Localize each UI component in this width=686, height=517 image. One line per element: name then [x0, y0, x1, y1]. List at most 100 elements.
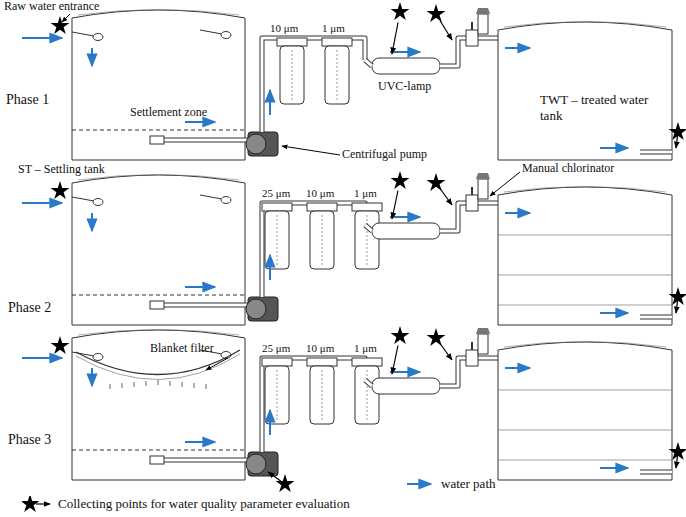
label: 1 μm: [354, 342, 377, 354]
float-ball: [221, 32, 231, 39]
drip: [170, 381, 171, 386]
pipe-bore: [640, 316, 672, 319]
phase-system: [22, 171, 686, 325]
tank-ridge: [498, 235, 672, 236]
water-path-arrow: [390, 216, 420, 218]
label: Phase 1: [6, 92, 49, 107]
collecting-leader: [676, 456, 678, 468]
water-path-arrow: [505, 367, 530, 369]
drip: [134, 382, 135, 387]
tank-label-box: TWT – treated water tank: [540, 92, 650, 125]
drip: [110, 384, 111, 389]
collecting-point-star: [391, 326, 410, 344]
label: UVC-lamp: [378, 80, 431, 93]
pipe: [150, 303, 250, 308]
collecting-leader: [440, 344, 452, 361]
manual-chlorinator: [478, 334, 488, 354]
water-path-arrow: [91, 48, 93, 66]
filter-cartridge: [277, 215, 278, 265]
pipe: [640, 470, 672, 475]
label: Raw water entrance: [4, 0, 99, 13]
drip: [206, 384, 207, 389]
collecting-leader: [676, 301, 678, 313]
uvc-lamp: [372, 223, 440, 239]
tank-ridge: [498, 275, 672, 276]
pipe-bore: [262, 38, 365, 132]
float-ball: [221, 197, 231, 204]
leader-line: [62, 14, 70, 22]
water-path-arrow: [22, 202, 62, 204]
water-path-arrow: [600, 467, 628, 469]
collecting-leader: [36, 503, 50, 504]
pipe-bore: [150, 459, 250, 462]
leader-line: [206, 358, 228, 370]
pipe: [365, 380, 372, 386]
intake: [150, 136, 164, 144]
uvc-lamp: [372, 378, 440, 394]
float-arm: [200, 30, 222, 34]
pipe-bore: [640, 151, 672, 154]
drip: [182, 382, 183, 387]
valve: [466, 30, 478, 46]
pipe-bore: [365, 60, 372, 66]
filter-cap: [262, 358, 292, 366]
collecting-point-star: [427, 173, 446, 191]
pump-housing: [246, 454, 266, 474]
label: Settlement zone: [130, 106, 207, 119]
drip: [122, 383, 123, 388]
legend-text: water path: [441, 476, 496, 492]
pipe: [365, 225, 372, 231]
tank-lid: [78, 10, 239, 16]
filter-housing: [355, 211, 379, 269]
label: 10 μm: [270, 22, 298, 34]
collecting-leader: [440, 21, 452, 41]
label: 25 μm: [262, 342, 290, 354]
label: Centrifugal pump: [342, 148, 427, 161]
tank-lid: [504, 342, 666, 348]
filter-housing: [265, 211, 289, 269]
tank-lid: [504, 22, 666, 28]
water-path-arrow: [407, 483, 431, 485]
collecting-leader: [268, 472, 281, 481]
pump-housing: [246, 299, 266, 319]
water-path-arrow: [185, 286, 215, 288]
tank: [498, 22, 672, 160]
collecting-leader: [676, 136, 678, 148]
filter-cartridge: [292, 50, 293, 100]
pipe-bore: [365, 380, 372, 386]
leader-line: [282, 146, 340, 155]
intake: [150, 456, 164, 464]
filter-housing: [325, 46, 349, 104]
filter-housing: [280, 46, 304, 104]
collecting-point-star: [51, 181, 70, 199]
filter-cartridge: [367, 370, 368, 420]
water-path-arrow: [505, 47, 530, 49]
float-ball: [93, 354, 103, 361]
tank-lid: [78, 330, 239, 336]
filter-cartridge: [322, 370, 323, 420]
settlement-line: [72, 295, 245, 296]
chlorinator-cap: [476, 328, 490, 334]
filter-housing: [310, 211, 334, 269]
filter-cap: [352, 203, 382, 211]
filter-cartridge: [322, 215, 323, 265]
tank-ridge: [498, 430, 672, 431]
pipe-bore: [150, 139, 250, 142]
chlorinator-cap: [476, 8, 490, 14]
float-arm: [72, 32, 94, 36]
drip: [146, 381, 147, 386]
blanket-filter: [76, 354, 240, 380]
pump-housing: [246, 134, 266, 154]
pipe: [150, 138, 250, 143]
chlorinator-cap: [476, 173, 490, 179]
filter-housing: [355, 366, 379, 424]
water-path-arrow: [91, 368, 93, 386]
water-path-arrow: [22, 37, 62, 39]
label: 10 μm: [306, 342, 334, 354]
pipe: [150, 458, 250, 463]
valve-handle: [471, 187, 473, 195]
label: Phase 2: [8, 300, 51, 315]
pipe: [262, 358, 365, 452]
